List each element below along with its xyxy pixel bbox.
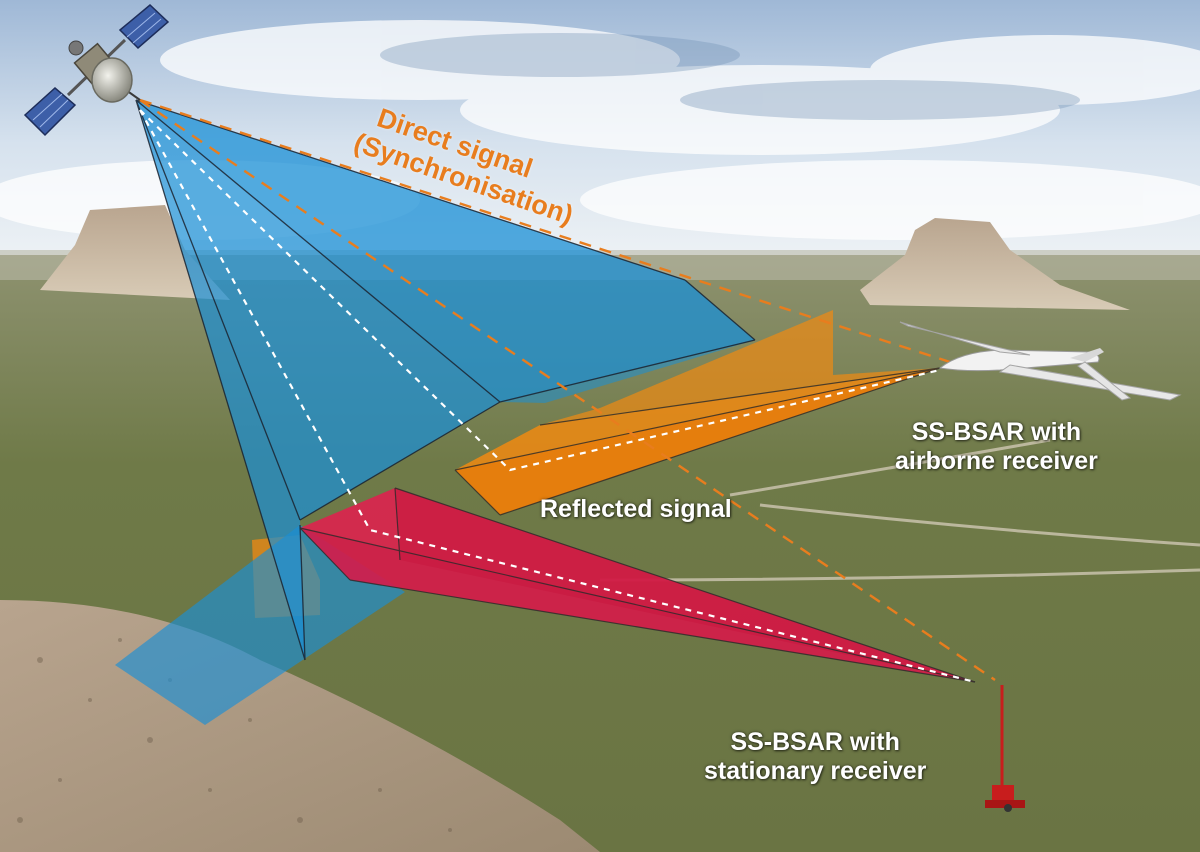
stationary-line2: stationary receiver xyxy=(704,756,927,785)
airborne-receiver-label: SS-BSAR with airborne receiver xyxy=(895,418,1098,476)
uav-aircraft-icon xyxy=(899,321,1182,401)
stationary-receiver-mast-icon xyxy=(985,685,1025,812)
stationary-receiver-label: SS-BSAR with stationary receiver xyxy=(704,728,926,786)
transmit-beam xyxy=(115,99,756,725)
clouds xyxy=(0,20,1200,240)
dark-clouds xyxy=(380,33,1080,120)
mesa-right xyxy=(860,218,1130,310)
dirt-roads xyxy=(599,438,1200,582)
mesa-left xyxy=(40,205,230,300)
airborne-line1: SS-BSAR with xyxy=(911,418,1082,446)
direct-signal-lines xyxy=(139,98,996,681)
airborne-line2: airborne receiver xyxy=(895,446,1098,475)
stationary-line1: SS-BSAR with xyxy=(730,728,900,756)
beam-centre-rays xyxy=(139,109,976,684)
stationary-reflected-beam xyxy=(299,487,976,683)
satellite-icon xyxy=(23,3,170,137)
reflected-signal-label: Reflected signal xyxy=(540,495,732,523)
